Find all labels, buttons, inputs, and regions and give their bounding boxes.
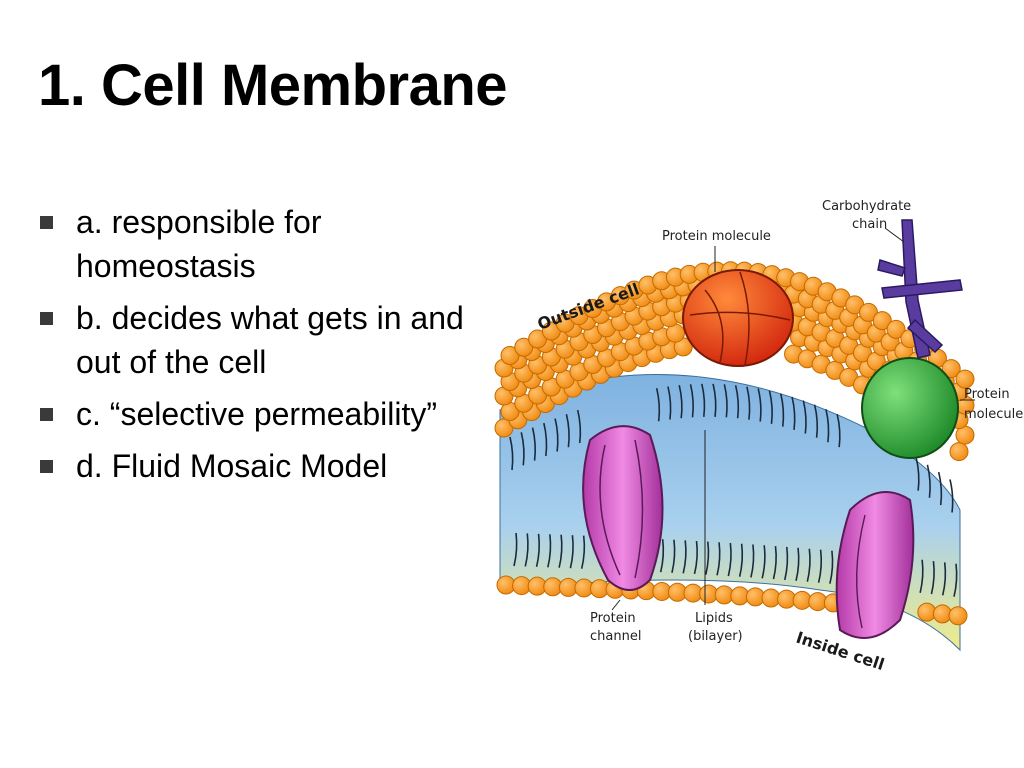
label-protein-channel-1: Protein <box>590 611 636 626</box>
label-protein-channel-2: channel <box>590 629 641 644</box>
lipid-tail <box>705 541 710 575</box>
label-carbohydrate-chain-2: chain <box>852 217 887 232</box>
bullet-item-a: a. responsible for homeostasis <box>38 200 498 288</box>
lipid-tail <box>813 404 819 438</box>
lipid-tail <box>941 562 947 596</box>
lipid-tail <box>543 422 548 457</box>
lipid-tail <box>761 545 766 579</box>
lipid-tail <box>806 548 811 582</box>
bullet-text: c. “selective permeability” <box>76 396 437 432</box>
lipid-tail <box>734 385 740 419</box>
lipid-tail <box>919 559 924 593</box>
cell-membrane-diagram: Carbohydrate chain Protein molecule Outs… <box>494 199 1023 674</box>
label-lipids-2: (bilayer) <box>688 629 743 644</box>
lipid-tail <box>701 383 706 417</box>
lipid-tail <box>829 550 834 584</box>
label-lipids-1: Lipids <box>695 611 733 626</box>
lipid-tail <box>712 383 717 417</box>
square-bullet-icon <box>40 312 53 325</box>
lipid-tail <box>671 539 676 573</box>
lipid-tail <box>689 384 694 418</box>
lipid-tail <box>746 386 751 420</box>
lipid-tail <box>723 384 728 418</box>
lipid-tail <box>524 533 529 567</box>
label-carbohydrate-chain-1: Carbohydrate <box>822 199 911 214</box>
lipid-tail <box>953 563 958 597</box>
bullet-list: a. responsible for homeostasis b. decide… <box>38 200 498 496</box>
label-leader-lines <box>611 227 975 611</box>
lipid-tail <box>795 547 800 582</box>
lipid-tails <box>509 383 958 597</box>
bullet-item-d: d. Fluid Mosaic Model <box>38 444 498 488</box>
lipid-head <box>949 442 969 462</box>
lipid-tail <box>772 545 777 580</box>
lipid-tail <box>768 390 773 424</box>
lipid-tail <box>825 409 830 443</box>
lipid-tail <box>937 471 943 506</box>
protein-molecule-right <box>861 357 959 459</box>
lipid-tail <box>716 542 721 576</box>
lipid-tail <box>693 540 698 575</box>
bullet-text: b. decides what gets in and out of the c… <box>76 300 464 380</box>
lipid-tail <box>547 534 552 568</box>
label-protein-molecule-right-2: molecule <box>964 407 1023 422</box>
lipid-tail <box>659 539 665 573</box>
lipid-tail <box>727 542 732 577</box>
square-bullet-icon <box>40 460 53 473</box>
lipid-tail <box>802 400 807 434</box>
lipid-head <box>494 418 514 438</box>
lipid-tail <box>576 409 582 444</box>
lipid-tail <box>655 388 661 422</box>
lipid-tail <box>817 549 823 583</box>
lipid-head <box>948 606 968 626</box>
lipid-tail <box>558 534 563 568</box>
lipid-tail <box>580 535 586 569</box>
square-bullet-icon <box>40 216 53 229</box>
lipid-tail <box>779 393 785 427</box>
lipid-tail <box>738 543 744 577</box>
bullet-text: d. Fluid Mosaic Model <box>76 448 388 484</box>
lipid-tail <box>757 388 762 422</box>
lipid-heads-bottom <box>496 575 968 626</box>
lipid-tail <box>535 533 541 568</box>
lipid-tail <box>930 560 935 595</box>
lipid-tail <box>791 396 796 430</box>
bullet-item-c: c. “selective permeability” <box>38 392 498 436</box>
lipid-head <box>941 359 961 379</box>
protein-channel <box>582 425 664 591</box>
lipid-head <box>500 346 520 365</box>
bullet-text: a. responsible for homeostasis <box>76 204 322 284</box>
lipid-head <box>955 369 975 389</box>
lipid-tail <box>915 457 920 491</box>
lipid-tail <box>531 427 537 461</box>
lipid-tail <box>565 413 570 448</box>
lipid-tail <box>682 540 687 574</box>
lipid-tail <box>949 479 954 513</box>
label-protein-molecule-top: Protein molecule <box>662 229 771 244</box>
lipid-tail <box>667 386 672 420</box>
bullet-item-b: b. decides what gets in and out of the c… <box>38 296 498 384</box>
lipid-tail <box>513 532 518 567</box>
carbohydrate-chain <box>877 219 963 359</box>
label-protein-molecule-right-1: Protein <box>964 387 1010 402</box>
lipid-tail <box>783 546 789 581</box>
lipid-head <box>886 319 906 339</box>
lipid-tail <box>520 432 525 466</box>
lipid-tail <box>836 413 841 448</box>
lipid-head <box>872 311 892 331</box>
slide-title: 1. Cell Membrane <box>38 53 508 118</box>
lipid-tail <box>678 385 683 419</box>
lipid-tail <box>569 535 574 569</box>
square-bullet-icon <box>40 408 53 421</box>
lipid-tail <box>750 544 755 578</box>
lipid-tail <box>554 418 559 452</box>
protein-molecule-top <box>682 269 794 367</box>
lipid-tail <box>509 436 514 471</box>
lipid-tail <box>926 464 931 498</box>
protein-molecule-lower-right <box>835 491 915 639</box>
